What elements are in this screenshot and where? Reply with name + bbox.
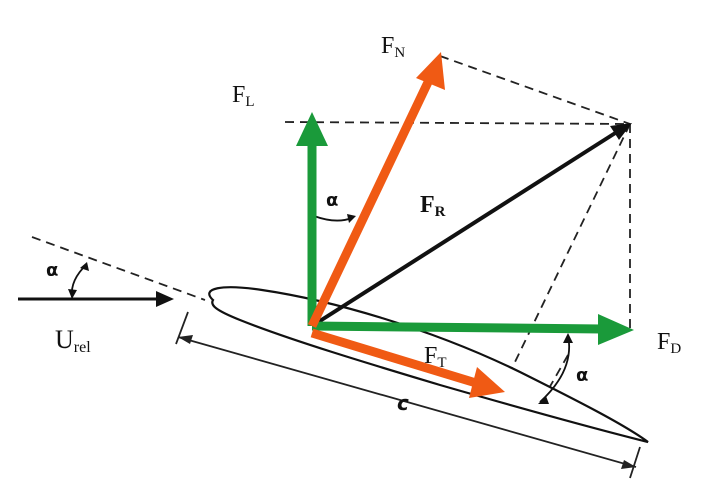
angle-arc-top	[313, 214, 356, 223]
inflow-extension-dashed-line	[31, 236, 206, 301]
normal-force-arrow	[307, 52, 445, 328]
lift-label: FL	[232, 82, 255, 110]
alpha-right-label: α	[576, 365, 588, 386]
normal-tip-to-resultant-dashed-line	[439, 55, 631, 125]
relative-velocity-label: Urel	[55, 325, 91, 356]
drag-label: FD	[657, 329, 681, 357]
resultant-force-label: FR	[420, 192, 446, 220]
normal-force-label: FN	[381, 33, 405, 61]
resultant-to-tangential-dashed-line	[499, 123, 631, 394]
angle-arc-right	[538, 333, 573, 404]
drag-force-arrow	[311, 314, 634, 345]
alpha-top-label: α	[326, 190, 338, 211]
chord-dimension	[175, 311, 641, 479]
lift-force-arrow	[296, 112, 328, 326]
tangential-force-arrow	[310, 328, 505, 398]
relative-velocity-arrow	[18, 291, 174, 307]
alpha-inflow-label: α	[46, 260, 58, 281]
chord-label: c	[397, 391, 409, 415]
resultant-force-arrow	[310, 123, 632, 328]
angle-arc-inflow	[68, 262, 89, 299]
lift-tip-horizontal-dashed-line	[284, 121, 631, 125]
tangential-force-label: FT	[424, 343, 447, 371]
